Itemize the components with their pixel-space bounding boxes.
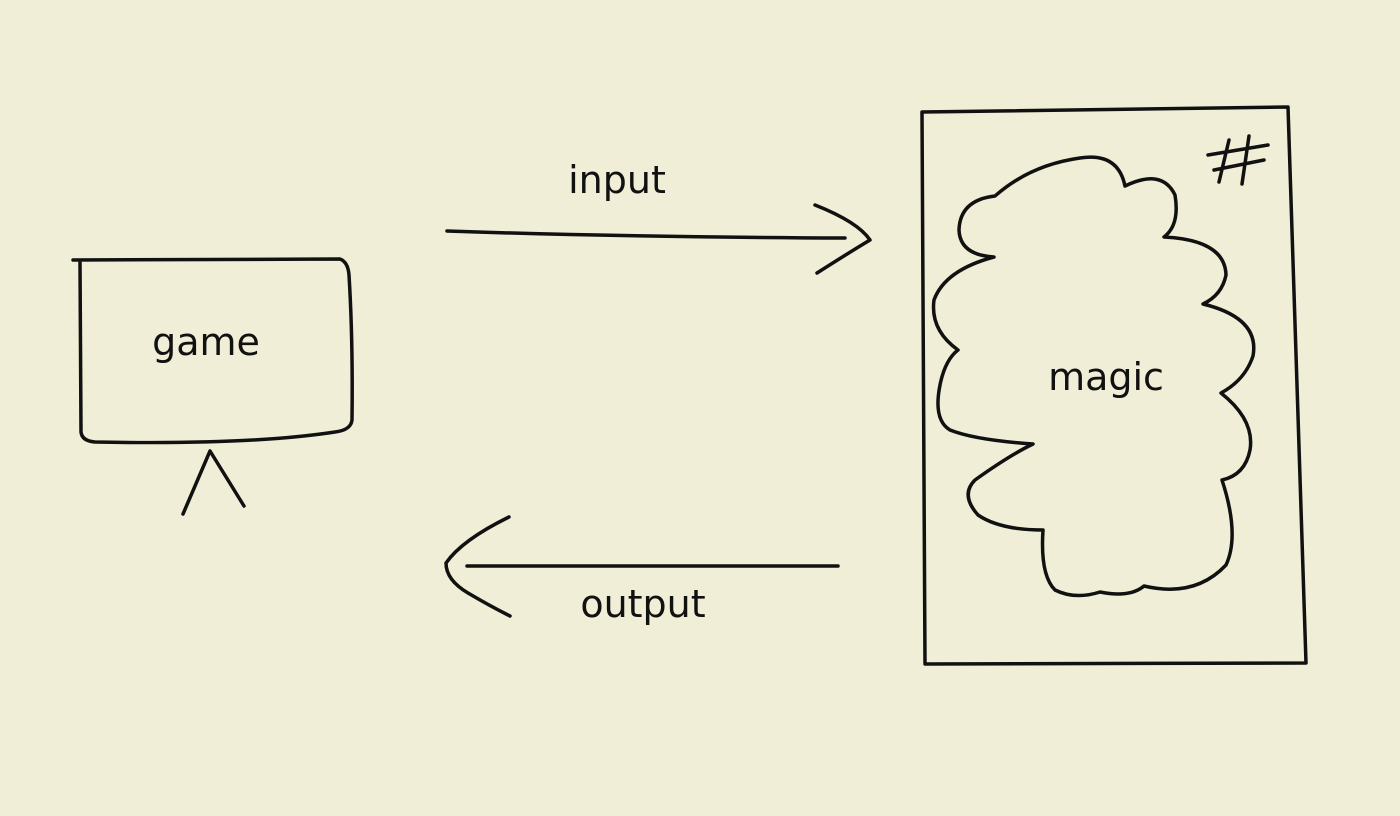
input-arrow: input [445,158,872,275]
game-screen-outline [71,257,354,445]
game-label: game [152,320,260,364]
hash-icon [1206,134,1270,186]
magic-box-outline [920,105,1308,666]
input-arrow-shaft [445,229,847,240]
magic-node: magic [920,105,1308,666]
game-node: game [71,257,354,516]
output-arrow-head [444,515,512,618]
magic-label: magic [1048,355,1164,399]
output-label: output [580,582,705,626]
game-stand-legs [181,449,246,516]
cloud-icon [931,155,1256,598]
input-arrow-head [813,203,872,275]
input-label: input [568,158,666,202]
output-arrow: output [444,515,840,626]
